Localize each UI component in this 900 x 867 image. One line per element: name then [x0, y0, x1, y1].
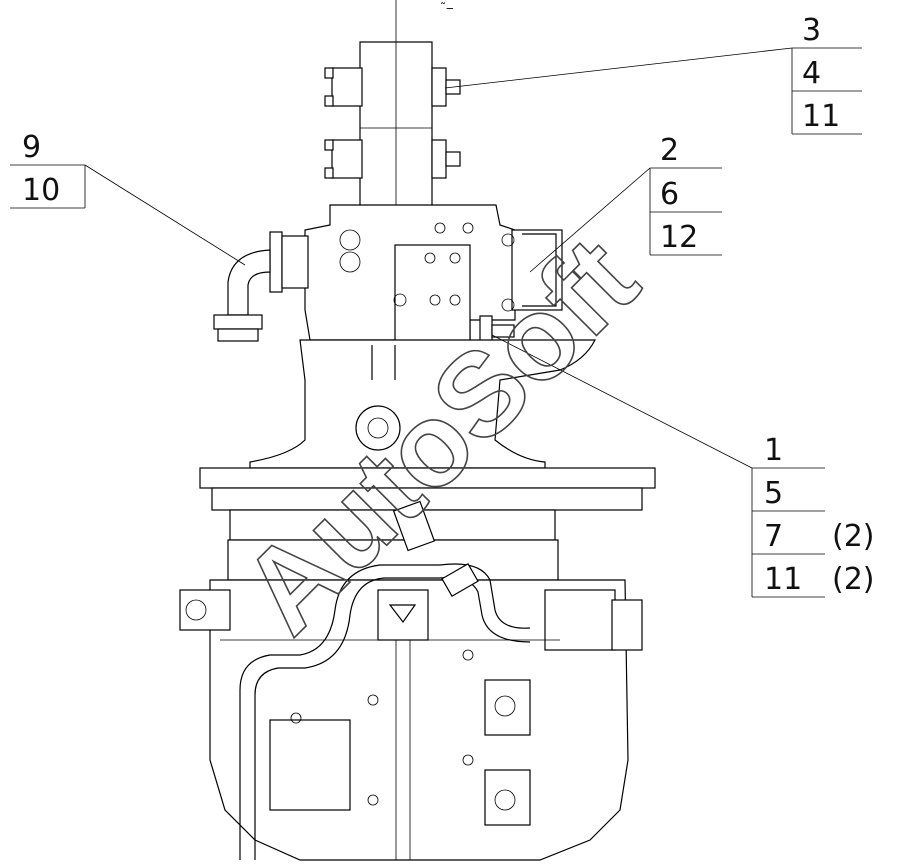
callout-label: 2 [660, 133, 679, 168]
callout-quantity: (2) [832, 519, 875, 554]
callout-label: 6 [660, 177, 679, 212]
callout-quantity: (2) [832, 562, 875, 597]
callout-label: 7 [764, 519, 783, 554]
top-mark: ˜‒ [440, 1, 454, 15]
upper-pump-column [324, 0, 461, 213]
leader-lines [84, 47, 793, 469]
callout-label: 9 [22, 130, 41, 165]
callout-label: 5 [764, 476, 783, 511]
callout-label: 4 [802, 56, 821, 91]
callout-group-2-6-12: 2 6 12 [649, 133, 722, 256]
callout-group-1-5-7-11: 1 5 7 11 (2) (2) [751, 433, 875, 598]
callout-label: 1 [764, 433, 783, 468]
callout-label: 3 [802, 13, 821, 48]
callout-label: 10 [22, 173, 60, 208]
callout-label: 11 [802, 99, 840, 134]
callout-label: 12 [660, 220, 698, 255]
lower-assembly [179, 500, 643, 861]
callout-label: 11 [764, 562, 802, 597]
callout-group-3-4-11: 3 4 11 [791, 13, 862, 135]
callout-group-9-10: 9 10 [10, 130, 86, 209]
valve-housing [213, 204, 563, 357]
pump-body [199, 339, 656, 581]
